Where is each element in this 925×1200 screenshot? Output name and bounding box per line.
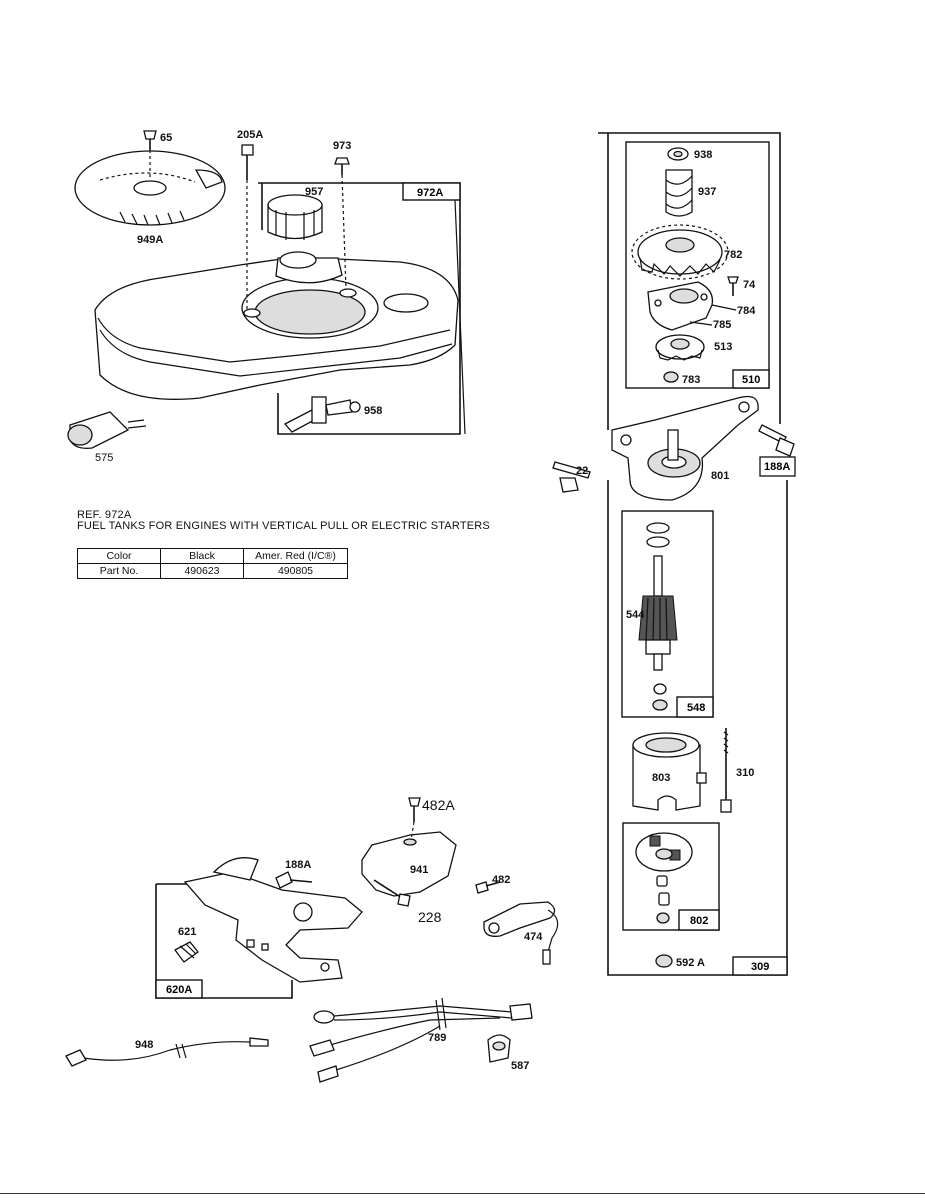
- label-958: 958: [364, 405, 382, 417]
- label-228: 228: [418, 909, 442, 925]
- label-785: 785: [713, 319, 731, 331]
- label-784: 784: [737, 305, 756, 317]
- label-803: 803: [652, 772, 670, 784]
- label-188a-mid: 188A: [285, 859, 311, 871]
- table-header-cell: Black: [160, 548, 244, 564]
- ground-switch-474: [483, 901, 559, 965]
- wiring-group: 948 789 587: [65, 997, 533, 1083]
- box-510: [625, 141, 770, 389]
- starter-motor-group: 309 510 938 937 782 74: [552, 132, 796, 976]
- table-cell: 490805: [243, 563, 348, 579]
- screw-74: [727, 276, 739, 296]
- clip-587: [487, 1034, 511, 1063]
- table-cell: 490623: [160, 563, 244, 579]
- harness-789: [309, 997, 533, 1083]
- label-188a-top: 188A: [764, 461, 790, 473]
- label-587: 587: [511, 1060, 529, 1072]
- box-309-label-frame: [732, 956, 788, 976]
- label-513: 513: [714, 341, 732, 353]
- table-header-cell: Color: [77, 548, 161, 564]
- armature-544: [638, 555, 678, 671]
- cover-941: [361, 831, 457, 897]
- color-part-table: Color Black Amer. Red (I/C®) Part No. 49…: [77, 548, 348, 579]
- screw-482: [475, 881, 501, 894]
- label-510: 510: [742, 374, 760, 386]
- label-548: 548: [687, 702, 705, 714]
- end-cap-801: [611, 395, 759, 501]
- fuel-cap: [267, 194, 323, 240]
- label-620a: 620A: [166, 984, 192, 996]
- box-972a-label-frame: [402, 182, 461, 201]
- table-row: Color Black Amer. Red (I/C®): [77, 548, 348, 564]
- pinion-513: [655, 334, 705, 361]
- fuel-tank-group: 972A 957: [67, 129, 466, 464]
- reference-line-2: FUEL TANKS FOR ENGINES WITH VERTICAL PUL…: [77, 520, 490, 532]
- label-22: 22: [576, 465, 588, 477]
- label-937: 937: [698, 186, 716, 198]
- label-482: 482: [492, 874, 510, 886]
- screw-482a: [408, 797, 421, 841]
- bolt-22: [552, 461, 591, 493]
- screw-205a: [241, 144, 254, 310]
- box-972a-outline: [258, 182, 461, 435]
- label-948: 948: [135, 1039, 153, 1051]
- label-789: 789: [428, 1032, 446, 1044]
- box-802: [622, 822, 720, 931]
- spring-937: [665, 169, 693, 217]
- spring-621: [174, 941, 199, 963]
- reference-line-1: REF. 972A: [77, 509, 132, 521]
- table-header-cell: Amer. Red (I/C®): [243, 548, 348, 564]
- plate-949a: [74, 150, 226, 226]
- brush-plate-802: [635, 832, 693, 872]
- nut-783: [663, 371, 679, 383]
- label-310: 310: [736, 767, 754, 779]
- bolt-310: [720, 728, 732, 813]
- table-cell: Part No.: [77, 563, 161, 579]
- label-801: 801: [711, 470, 729, 482]
- label-482a: 482A: [422, 797, 455, 813]
- label-949a: 949A: [137, 234, 163, 246]
- screw-973: [334, 157, 350, 291]
- label-938: 938: [694, 149, 712, 161]
- label-972a: 972A: [417, 187, 443, 199]
- screw-65: [143, 130, 157, 180]
- bolt-188a-top: [758, 424, 795, 457]
- reference-caption: REF. 972A FUEL TANKS FOR ENGINES WITH VE…: [77, 510, 490, 532]
- label-592a: 592 A: [676, 957, 705, 969]
- label-205a: 205A: [237, 129, 263, 141]
- nut-592a: [655, 954, 673, 968]
- label-941: 941: [410, 864, 428, 876]
- label-621: 621: [178, 926, 196, 938]
- fuel-tank: [94, 251, 459, 400]
- label-783: 783: [682, 374, 700, 386]
- motor-housing-803: [632, 732, 707, 811]
- label-309: 309: [751, 961, 769, 973]
- label-802: 802: [690, 915, 708, 927]
- label-74: 74: [743, 279, 756, 291]
- screw-188a-mid: [275, 871, 313, 889]
- box-548: [621, 510, 714, 718]
- label-973: 973: [333, 140, 351, 152]
- housing-784: [647, 281, 714, 331]
- box-620a-outline: [155, 884, 293, 999]
- page-footer-rule: [0, 1193, 925, 1195]
- control-bracket: [183, 857, 363, 983]
- shutoff-valve: [283, 396, 361, 433]
- table-row: Part No. 490623 490805: [77, 563, 348, 579]
- label-65: 65: [160, 132, 172, 144]
- label-474: 474: [524, 931, 543, 943]
- connector-575: [67, 411, 147, 449]
- label-782: 782: [724, 249, 742, 261]
- screw-228: [373, 879, 411, 907]
- control-bracket-group: 620A 621 188A 941: [155, 797, 559, 999]
- label-957: 957: [305, 186, 323, 198]
- wire-948: [65, 1037, 269, 1067]
- gear-782: [631, 224, 729, 280]
- label-575: 575: [95, 452, 113, 464]
- label-544: 544: [626, 609, 645, 621]
